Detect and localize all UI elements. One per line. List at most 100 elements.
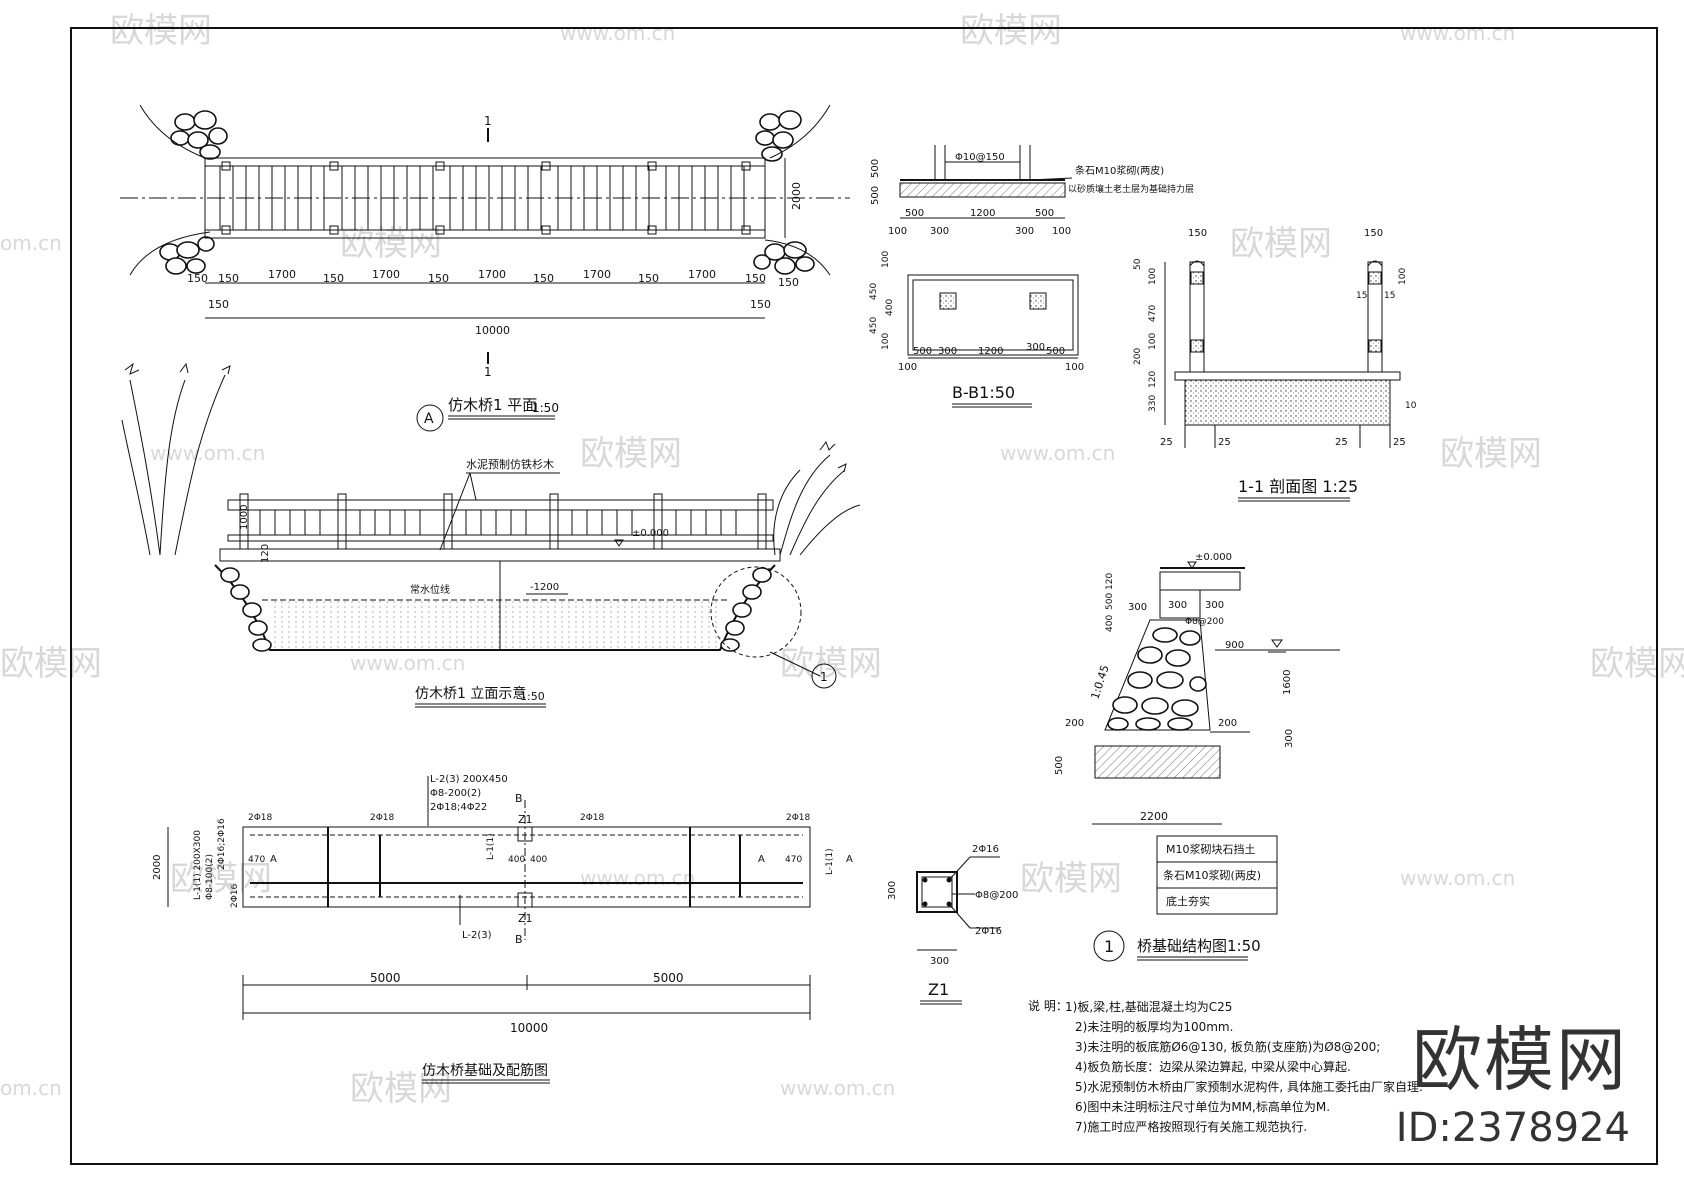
column-outline (916, 871, 958, 913)
watermark-brand: 欧模网 (960, 11, 1062, 51)
note-item: 1)板,梁,柱,基础混凝土均为C25 (1065, 999, 1232, 1014)
dimension-label: 1200 (978, 346, 1003, 357)
deck-planks (219, 166, 745, 230)
dimension-label: 300 (1284, 729, 1295, 748)
dimension-label: 100 (1052, 226, 1071, 237)
dimension-label: 100 (881, 251, 891, 268)
retaining-wall (1104, 619, 1211, 731)
watermark-brand: 欧模网 (170, 859, 272, 899)
dimension-label: 50 (1133, 258, 1143, 270)
dimension-label: 2000 (152, 855, 163, 880)
dimension-label: 100 (1148, 333, 1158, 350)
dimension-label: 300 (938, 346, 957, 357)
elevation-top-rail (227, 499, 774, 511)
rebar-label: 2Φ16 (230, 883, 240, 908)
watermark-url: www.om.cn (1000, 441, 1115, 465)
watermark-url: www.om.cn (1400, 21, 1515, 45)
watermark-brand: 欧模网 (0, 644, 102, 684)
section-a-mark: A (270, 854, 277, 865)
detail-marker (811, 663, 837, 689)
dimension-label: 10 (1405, 401, 1417, 411)
dimension-label: 300 (887, 881, 898, 900)
dimension-label: 15 (1384, 291, 1395, 301)
dimension-label: 100 (1398, 268, 1408, 285)
foundation-plan: L-2(3) 200X450 Φ8-200(2) 2Φ18;4Φ22 B 2Φ1… (152, 774, 853, 1084)
section-a-mark: A (846, 854, 853, 865)
elevation-view: 1000 120 水泥预制仿铁杉木 ±0.000 常水位线 -1200 1 仿木… (121, 362, 861, 708)
beam-side-label: L-1(1) (486, 833, 496, 860)
slope-label: 1:0.45 (1088, 663, 1111, 700)
section-a-mark: A (758, 854, 765, 865)
dimension-label: 150 (750, 298, 771, 311)
dimension-label: 300 (930, 956, 949, 967)
dimension-total: 10000 (475, 324, 510, 337)
dimension-label: 300 (1205, 600, 1224, 611)
dimension-label: 25 (1218, 437, 1231, 448)
watermark-url: om.cn (0, 1076, 62, 1100)
rebar-label: 2Φ16 (972, 844, 999, 855)
note-item: 2)未注明的板厚均为100mm. (1075, 1019, 1233, 1034)
dimension-label: 1700 (268, 268, 296, 281)
dimension-label: 300 (1168, 600, 1187, 611)
watermark-url: www.om.cn (350, 651, 465, 675)
elevation-title: 仿木桥1 立面示意 (415, 685, 526, 702)
dimension-label: 1700 (372, 268, 400, 281)
dimension-label: 5000 (370, 971, 401, 985)
dimension-label: 470 (248, 855, 265, 865)
rebar-label: Φ8@200 (975, 890, 1018, 901)
dimension-label: 300 (1026, 342, 1045, 353)
dimension-label: 5000 (653, 971, 684, 985)
dimension-label: 400 (508, 855, 525, 865)
water-label: 常水位线 (410, 583, 450, 596)
note-item: 5)水泥预制仿木桥由厂家预制水泥构件, 具体施工委托由厂家自理. (1075, 1079, 1423, 1094)
wall-stones (1107, 627, 1207, 731)
dimension-label: 150 (428, 272, 449, 285)
watermark-url: www.om.cn (1400, 866, 1515, 890)
view-marker (416, 404, 444, 432)
watermark-brand: 欧模网 (1230, 224, 1332, 264)
dimension-label: 500 (1054, 756, 1065, 775)
view-marker-label: A (424, 411, 434, 427)
dimension-label: 150 (187, 272, 208, 285)
notes-block: 说 明： 1)板,梁,柱,基础混凝土均为C25 2)未注明的板厚均为100mm.… (1028, 998, 1423, 1134)
watermark-layer: 欧模网 www.om.cn 欧模网 www.om.cn om.cn 欧模网 欧模… (0, 11, 1684, 1109)
dimension-label: 150 (323, 272, 344, 285)
dimension-label: 150 (1364, 228, 1383, 239)
watermark-brand: 欧模网 (1020, 859, 1122, 899)
view-marker-label: 1 (1104, 937, 1114, 956)
dimension-label: 470 (1148, 305, 1158, 322)
dimension-label: 450 (869, 317, 879, 334)
dimension-label: 100 (888, 226, 907, 237)
rebar-label: 2Φ18 (786, 813, 811, 823)
section-b-mark: B (515, 933, 523, 946)
plan-view: 1 1 2000 150 150 1700 150 1700 150 1700 … (120, 104, 850, 432)
dimension-label: 150 (533, 272, 554, 285)
beam-label: 2Φ18;4Φ22 (430, 802, 487, 813)
watermark-url: www.om.cn (580, 866, 695, 890)
section-11-title: 1-1 剖面图 1:25 (1238, 477, 1358, 496)
dimension-label: 900 (1225, 640, 1244, 651)
watermark-brand: 欧模网 (780, 644, 882, 684)
watermark-url: www.om.cn (780, 1076, 895, 1100)
watermark-brand: 欧模网 (1590, 644, 1684, 684)
dimension-label: 150 (208, 298, 229, 311)
watermark-url: www.om.cn (560, 21, 675, 45)
bb-note: 条石M10浆砌(两皮) (1075, 164, 1164, 177)
dimension-label: 1700 (478, 268, 506, 281)
brand-id: ID:2378924 (1395, 1105, 1630, 1151)
dimension-label: 2000 (790, 182, 803, 210)
dimension-label: 100 (1065, 362, 1084, 373)
elevation-deck-slab (219, 548, 781, 562)
dimension-label: 25 (1160, 437, 1173, 448)
dimension-label: 150 (778, 276, 799, 289)
watermark-brand: 欧模网 (1440, 434, 1542, 474)
rebar-label: 2Φ18 (580, 813, 605, 823)
watermark-brand: 欧模网 (340, 224, 442, 264)
plan-scale: 1:50 (532, 401, 559, 415)
plan-title: 仿木桥1 平面 (448, 396, 537, 414)
rebar-label: 2Φ18 (248, 813, 273, 823)
dimension-label: 500 (1035, 208, 1054, 219)
z1-title: Z1 (928, 980, 949, 999)
section-1-1: 150 150 15 15 100 50 100 470 100 200 120… (1133, 228, 1417, 502)
section-b-mark: B (515, 792, 523, 805)
